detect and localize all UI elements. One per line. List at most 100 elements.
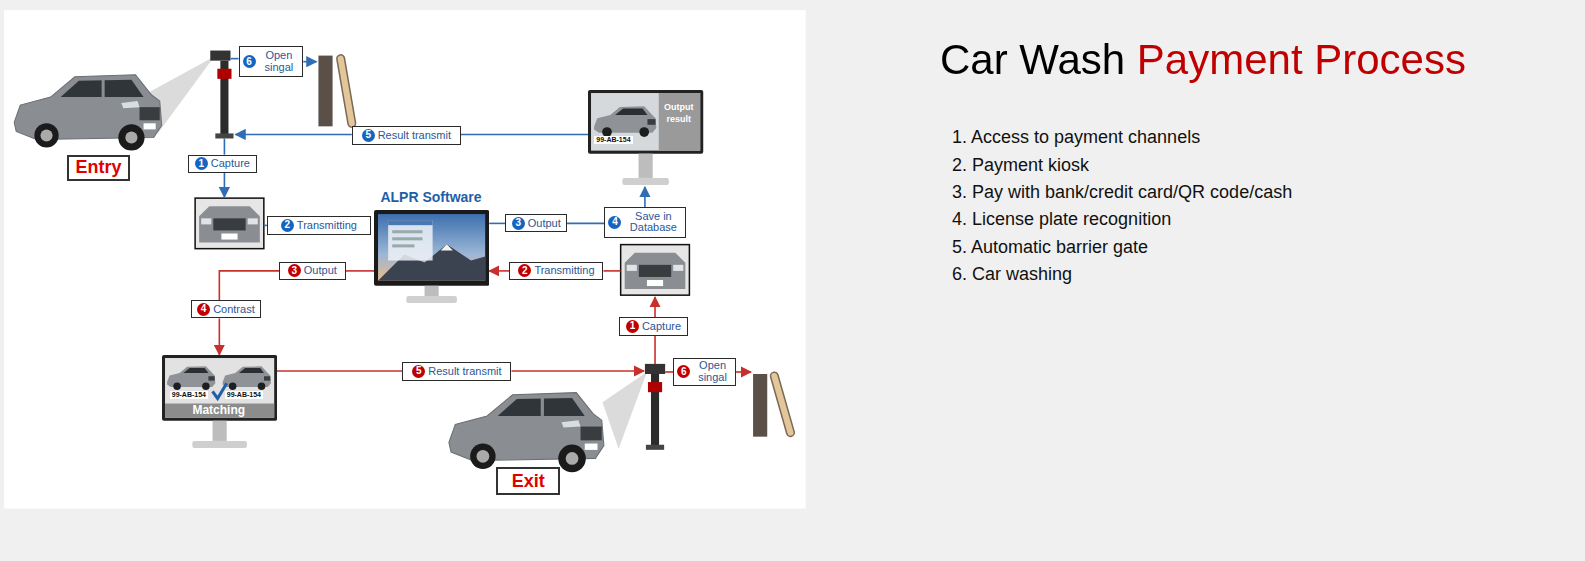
callout-number: 2	[518, 264, 531, 277]
terminal-label: Exit	[512, 471, 545, 492]
rect-shape	[210, 51, 230, 61]
line-shape	[511, 370, 643, 372]
connector	[489, 223, 505, 225]
list-item: 3. Pay with bank/credit card/QR code/cas…	[952, 182, 1292, 203]
use-shape	[449, 393, 604, 473]
alpr-monitor: ALPR Software	[374, 210, 489, 303]
software-heading: ALPR Software	[364, 189, 498, 205]
path-shape	[183, 368, 208, 373]
callout-number: 6	[243, 55, 256, 68]
screen-text: Matching	[165, 403, 273, 417]
connector	[644, 187, 646, 207]
line-shape	[236, 134, 352, 136]
line-shape	[774, 376, 790, 433]
rect-shape	[591, 93, 700, 151]
rect-shape	[392, 245, 414, 248]
use-shape	[195, 198, 264, 249]
line-shape	[774, 376, 790, 433]
step-label: Result transmit	[428, 366, 501, 378]
line-shape	[603, 270, 620, 272]
step-label: Contrast	[213, 304, 255, 316]
step-box: 3Output	[505, 214, 567, 232]
rect-shape	[659, 93, 700, 151]
line-shape	[230, 58, 238, 60]
callout-number: 4	[608, 216, 621, 229]
connector	[567, 223, 604, 225]
path-shape	[239, 368, 264, 373]
step-box: 4Save in Database	[604, 207, 686, 237]
circle-shape	[257, 382, 265, 390]
circle-shape	[173, 382, 181, 390]
step-box: 4Contrast	[191, 300, 261, 318]
rect-shape	[378, 214, 485, 281]
rect-shape	[648, 119, 656, 125]
rect-shape	[623, 178, 669, 185]
g-shape	[167, 366, 215, 390]
line-shape	[224, 173, 226, 197]
list-item: 6. Car washing	[952, 264, 1072, 285]
line-shape	[665, 371, 673, 373]
screen-text: Output result	[658, 102, 699, 125]
step-box: 3Output	[279, 262, 346, 280]
step-box: 2Transmitting	[267, 216, 371, 234]
rect-shape	[162, 355, 277, 421]
plate-number: 99-AB-154	[225, 391, 263, 399]
rect-shape	[645, 364, 665, 374]
connector	[277, 370, 402, 372]
connector	[489, 270, 509, 272]
callout-number: 1	[195, 157, 208, 170]
circle-shape	[229, 382, 237, 390]
rect-shape	[753, 374, 767, 437]
step-box: 5Result transmit	[352, 126, 461, 144]
step-label: Open singal	[693, 360, 732, 383]
matching-monitor: 99-AB-15499-AB-154Matching	[162, 355, 277, 449]
step-box: 1Capture	[619, 317, 689, 335]
step-label: Capture	[642, 321, 681, 333]
callout-number: 3	[512, 217, 525, 230]
step-box: 6Open singal	[239, 46, 304, 76]
rect-shape	[217, 69, 231, 79]
rect-shape	[425, 286, 439, 297]
rect-shape	[208, 376, 214, 380]
step-label: Transmitting	[534, 265, 594, 277]
rect-shape	[318, 56, 332, 127]
connector	[461, 134, 588, 136]
callout-number: 6	[677, 365, 690, 378]
rect-shape	[212, 420, 226, 440]
rect-shape	[192, 441, 247, 448]
list-item: 1. Access to payment channels	[952, 127, 1200, 148]
white-panel	[4, 10, 806, 508]
line-shape	[341, 59, 352, 124]
rect-shape	[264, 376, 270, 380]
rect-shape	[392, 230, 422, 233]
plate-number: 99-AB-154	[594, 136, 632, 144]
step-box: 6Open singal	[673, 358, 736, 386]
output-monitor: Output result 99-AB-154	[588, 90, 703, 187]
step-label: Result transmit	[378, 130, 451, 142]
svg-shape	[162, 355, 277, 449]
list-item: 2. Payment kiosk	[952, 155, 1089, 176]
connector	[219, 318, 221, 354]
line-shape	[654, 336, 656, 364]
callout-number: 5	[412, 365, 425, 378]
step-label: Capture	[211, 158, 250, 170]
line-shape	[654, 297, 656, 317]
rect-shape	[392, 238, 422, 241]
rect-shape	[588, 90, 703, 154]
rect-shape	[215, 133, 233, 138]
rect-shape	[165, 358, 274, 418]
polygon-shape	[441, 245, 453, 251]
rect-shape	[639, 154, 653, 178]
step-box: 2Transmitting	[509, 262, 603, 280]
callout-number: 5	[362, 129, 375, 142]
callout-number: 2	[281, 219, 294, 232]
g-shape	[594, 106, 656, 137]
connector	[346, 270, 374, 272]
line-shape	[736, 371, 751, 373]
rect-shape	[388, 220, 432, 260]
rect-shape	[406, 296, 457, 303]
